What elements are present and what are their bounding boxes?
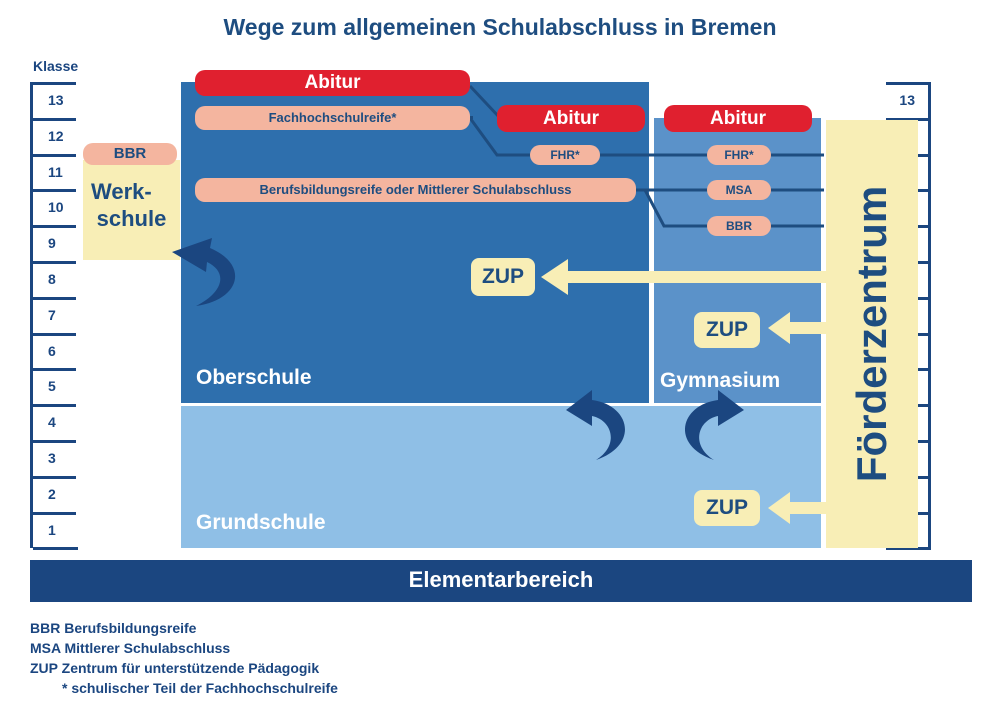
gymnasium-fhr-pill: FHR*	[707, 145, 771, 165]
middle-fhr-pill: FHR*	[530, 145, 600, 165]
gymnasium-msa-pill: MSA	[707, 180, 771, 200]
werkschule-block	[83, 160, 180, 260]
werkschule-line1: Werk-	[91, 179, 152, 204]
grade-label-left-7: 7	[33, 296, 76, 330]
oberschule-abitur-pill: Abitur	[195, 70, 470, 96]
legend-bbr: BBR Berufsbildungsreife	[30, 620, 197, 636]
grade-label-left-3: 3	[33, 440, 76, 473]
zup-box-oberschule: ZUP	[471, 258, 535, 296]
grade-label-left-13: 13	[33, 82, 76, 115]
grade-label-left-8: 8	[33, 261, 76, 294]
werkschule-bbr-pill: BBR	[83, 143, 177, 165]
grade-label-right-13: 13	[886, 82, 929, 115]
legend-footnote: * schulischer Teil der Fachhochschulreif…	[62, 680, 338, 696]
grade-label-left-11: 11	[33, 153, 76, 187]
klasse-label: Klasse	[33, 58, 79, 74]
gymnasium-block	[654, 118, 821, 403]
zup-box-gymnasium: ZUP	[694, 312, 760, 348]
oberschule-bbr-msa-pill: Berufsbildungsreife oder Mittlerer Schul…	[195, 178, 636, 202]
curved-arrow-grundschule-to-oberschule	[566, 390, 625, 460]
diagram-title: Wege zum allgemeinen Schulabschluss in B…	[223, 14, 777, 40]
werkschule-line2: schule	[96, 206, 167, 231]
grade-column-bottom	[886, 547, 931, 551]
zup-box-grundschule: ZUP	[694, 490, 760, 526]
oberschule-label: Oberschule	[196, 366, 312, 389]
grade-label-left-9: 9	[33, 225, 76, 258]
grade-label-left-6: 6	[33, 332, 76, 366]
grade-label-left-1: 1	[33, 511, 76, 545]
legend-msa: MSA Mittlerer Schulabschluss	[30, 640, 231, 656]
curved-arrow-grundschule-to-gymnasium	[685, 390, 744, 460]
werkschule-label: Werk- schule	[83, 178, 180, 232]
grade-label-left-4: 4	[33, 404, 76, 437]
zup-arrow-grundschule	[768, 492, 826, 524]
grade-label-left-10: 10	[33, 189, 76, 222]
elementarbereich-bar	[30, 560, 972, 602]
oberschule-fhr-pill: Fachhochschulreife*	[195, 106, 470, 130]
middle-abitur-pill: Abitur	[497, 105, 645, 132]
legend-zup: ZUP Zentrum für unterstützende Pädagogik	[30, 660, 320, 676]
separator-vertical	[649, 118, 654, 405]
grade-label-left-2: 2	[33, 475, 76, 509]
oberschule-block	[181, 82, 649, 403]
gymnasium-bbr-pill: BBR	[707, 216, 771, 236]
grade-column-bottom	[33, 547, 78, 551]
curved-arrow-oberschule-to-werkschule	[172, 238, 236, 306]
elementarbereich-label: Elementarbereich	[408, 567, 594, 592]
grundschule-label: Grundschule	[196, 511, 326, 534]
gymnasium-abitur-pill: Abitur	[664, 105, 812, 132]
foerderzentrum-block	[826, 120, 918, 548]
separator-horizontal	[181, 403, 821, 406]
connector-fhr-middle	[470, 116, 473, 119]
zup-arrow-gymnasium	[768, 312, 826, 344]
gymnasium-label: Gymnasium	[660, 369, 781, 392]
zup-arrow-oberschule	[541, 259, 826, 295]
grade-label-left-5: 5	[33, 368, 76, 401]
grade-label-left-12: 12	[33, 117, 76, 151]
